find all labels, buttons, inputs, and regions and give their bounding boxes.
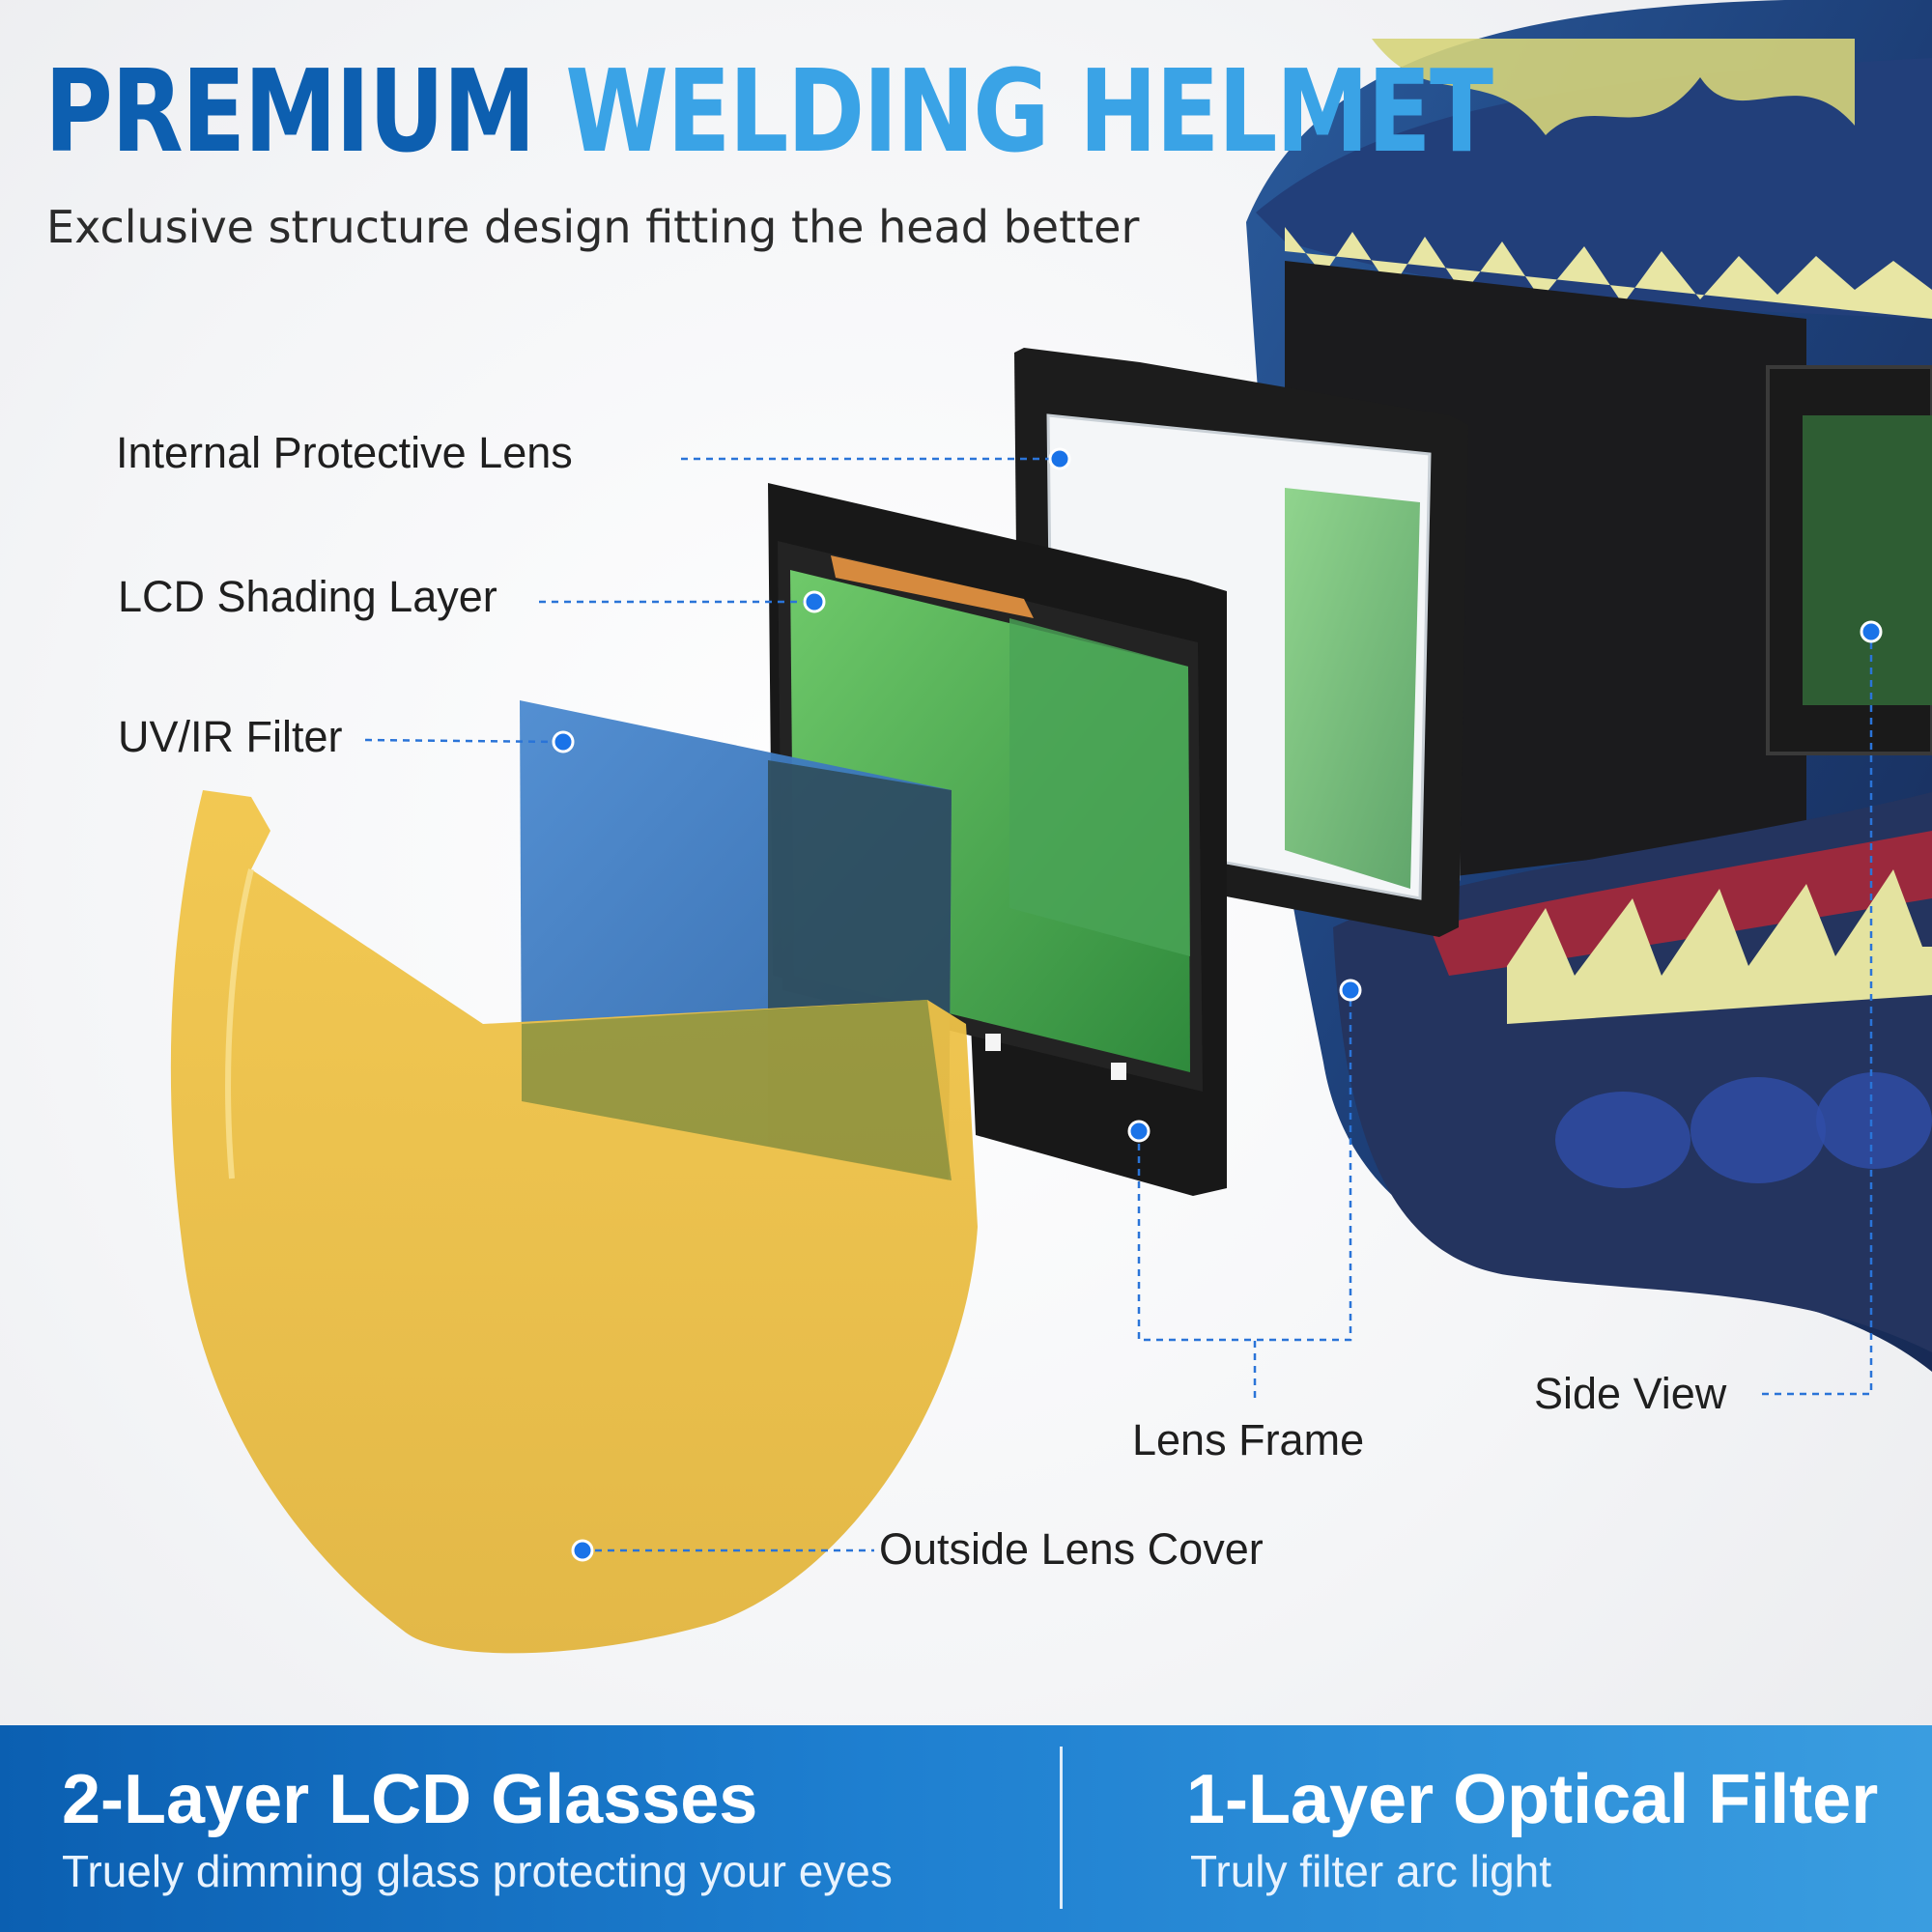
title-word-premium: PREMIUM (44, 44, 536, 178)
feature-title-lcd-glasses: 2-Layer LCD Glasses (62, 1761, 758, 1838)
feature-banner: 2-Layer LCD Glasses Truely dimming glass… (0, 1725, 1932, 1932)
callout-leaders (364, 457, 1873, 1552)
outside-lens-cover-graphic (170, 790, 978, 1654)
title-word-welding-helmet: WELDING HELMET (565, 44, 1493, 178)
callout-lens-frame: Lens Frame (1132, 1415, 1365, 1464)
callout-side-view: Side View (1534, 1369, 1727, 1418)
callout-outside-lens-cover: Outside Lens Cover (879, 1524, 1264, 1574)
feature-title-optical-filter: 1-Layer Optical Filter (1186, 1761, 1879, 1838)
feature-subtitle-lcd-glasses: Truely dimming glass protecting your eye… (62, 1846, 893, 1896)
callout-lcd-shading-layer: LCD Shading Layer (118, 572, 497, 621)
callout-dots (552, 447, 1883, 1562)
callout-uv-ir-filter: UV/IR Filter (118, 712, 343, 761)
page-title: PREMIUM WELDING HELMET (44, 54, 1493, 168)
feature-subtitle-optical-filter: Truly filter arc light (1190, 1846, 1552, 1896)
feature-divider (1060, 1747, 1063, 1909)
callout-internal-protective-lens: Internal Protective Lens (116, 428, 573, 477)
page-subtitle: Exclusive structure design fitting the h… (46, 201, 1140, 253)
lcd-shading-layer-graphic (768, 483, 1227, 1196)
